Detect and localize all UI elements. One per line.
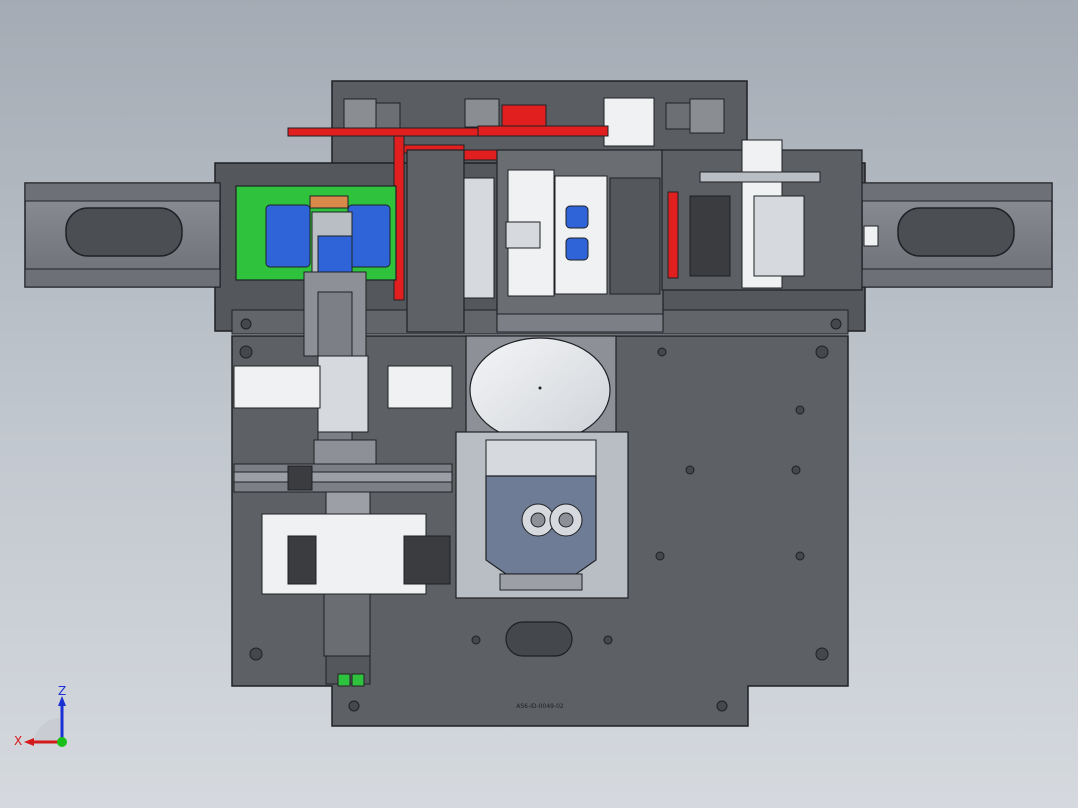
coordinate-triad: Z X [14, 684, 80, 750]
right-white-panel [387, 365, 453, 409]
lower-white-panel [261, 513, 427, 595]
rotary-table [465, 335, 617, 443]
right-linear-rail [861, 182, 1053, 288]
origin-point [57, 737, 67, 747]
camera-module [496, 149, 664, 333]
x-axis-arrow [24, 738, 34, 746]
left-linear-rail [24, 182, 221, 288]
z-axis-label: Z [58, 684, 67, 698]
triad-plane-indicator [34, 717, 60, 742]
rotary-drive-base [455, 431, 629, 599]
left-white-panel [233, 365, 321, 409]
right-sensor-bracket [661, 139, 879, 291]
mounting-holes [239, 318, 842, 712]
part-number-label: AS6-ID-0049-02 [516, 703, 564, 710]
x-axis-label: X [14, 734, 23, 748]
left-mounting-column [406, 149, 465, 333]
top-right-stepper-motor [665, 98, 725, 134]
z-axis-arrow [58, 696, 66, 706]
top-left-stepper-motor [343, 98, 401, 134]
base-slot [505, 621, 573, 657]
green-pcb-board [235, 185, 397, 281]
